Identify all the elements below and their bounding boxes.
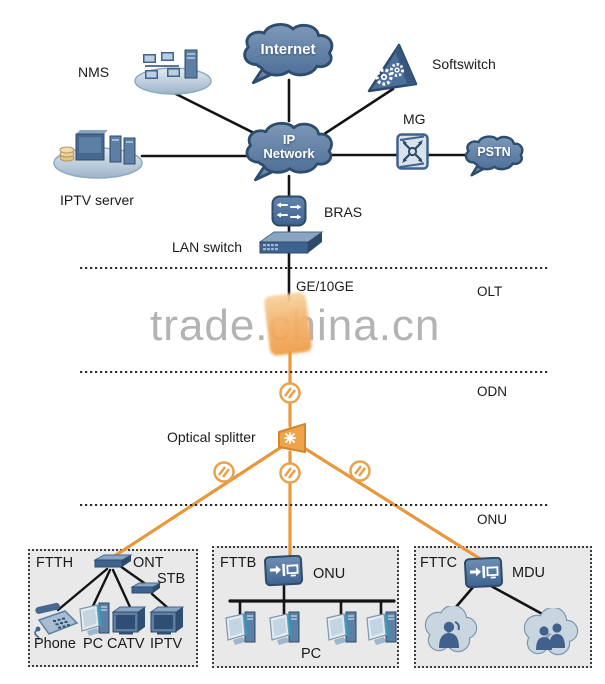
label-bras: BRAS (324, 204, 363, 220)
stb-icon (130, 582, 162, 600)
cloud-shape-icon (464, 135, 524, 177)
label-stb: STB (157, 571, 186, 587)
label-ftth: FTTH (36, 555, 74, 571)
label-ge-10ge: GE/10GE (296, 279, 354, 294)
iptv-tv-icon (148, 604, 186, 642)
iptv-server-icon (52, 126, 144, 185)
label-fttb-onu: ONU (313, 566, 346, 582)
label-layer-onu: ONU (477, 512, 507, 527)
label-phone: Phone (34, 636, 76, 652)
label-ont: ONT (133, 555, 164, 571)
phone-icon (32, 602, 80, 645)
fttc-mdu-icon (464, 556, 504, 594)
label-optical-splitter: Optical splitter (167, 429, 256, 445)
fttc-users-cloud-icon (520, 606, 580, 665)
mg-icon (396, 130, 432, 179)
label-iptv-server: IPTV server (60, 192, 134, 208)
label-fttc: FTTC (420, 555, 458, 571)
label-catv: CATV (107, 636, 145, 652)
label-iptv: IPTV (150, 636, 183, 652)
olt-device (263, 291, 313, 357)
label-nms: NMS (78, 64, 110, 80)
ftth-pc-icon (78, 601, 110, 643)
label-mdu: MDU (512, 565, 546, 581)
pstn-cloud: PSTN (462, 132, 526, 178)
label-ftth-pc: PC (83, 636, 104, 652)
nms-icon (133, 46, 213, 101)
ip-network-line2: Network (263, 146, 315, 162)
bras-icon (271, 195, 307, 232)
fttb-pc-icon (325, 610, 357, 652)
fttb-pc-icon (365, 610, 397, 652)
label-layer-olt: OLT (477, 284, 503, 299)
pstn-label: PSTN (477, 145, 511, 160)
fiber-coil-icons (213, 382, 371, 484)
ip-network-label: IP Network (241, 119, 337, 175)
fttc-user-cloud-icon (422, 604, 478, 663)
label-layer-odn: ODN (477, 384, 507, 399)
internet-label: Internet (260, 40, 316, 58)
catv-tv-icon (110, 604, 148, 642)
cloud-shape-icon (245, 121, 333, 182)
label-mg: MG (403, 111, 426, 127)
fttb-pc-icon (268, 610, 300, 652)
lan-switch-icon (256, 229, 324, 262)
fttb-pc-icon (224, 610, 256, 652)
softswitch-icon (362, 40, 422, 103)
optical-splitter-icon (278, 423, 306, 453)
fttb-onu-icon (264, 554, 304, 592)
internet-cloud: Internet (238, 20, 338, 86)
ip-network-cloud: IP Network (241, 119, 337, 183)
cloud-shape-icon (243, 23, 334, 85)
label-lan-switch: LAN switch (172, 239, 243, 255)
label-fttb: FTTB (220, 555, 257, 571)
ip-network-line1: IP (282, 132, 296, 148)
label-softswitch: Softswitch (432, 56, 496, 72)
ont-icon (93, 554, 133, 574)
fttb-panel (212, 546, 399, 668)
label-fttb-pc: PC (301, 646, 322, 662)
